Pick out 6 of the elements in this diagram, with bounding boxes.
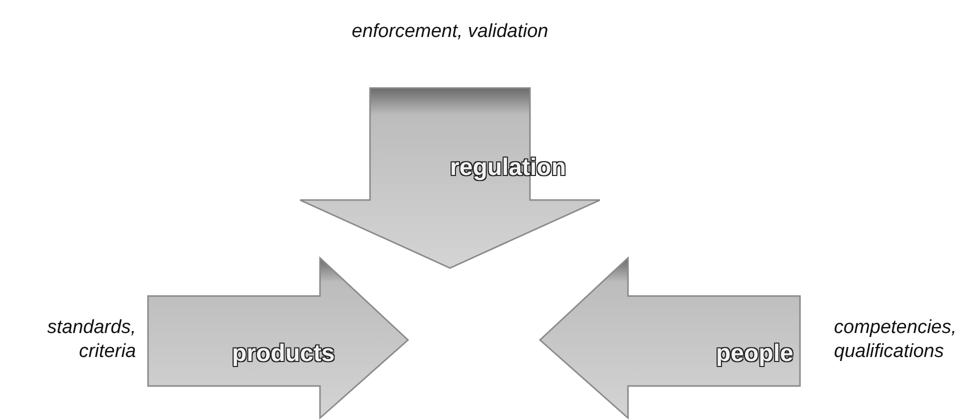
arrow-label: regulation — [450, 154, 566, 182]
arrow-label: people — [716, 340, 794, 368]
caption-text: enforcement, validation — [350, 20, 550, 44]
caption-text: standards, criteria — [46, 316, 136, 364]
arrow-label: products — [232, 340, 335, 368]
caption-text: competencies, qualifications — [834, 316, 958, 364]
